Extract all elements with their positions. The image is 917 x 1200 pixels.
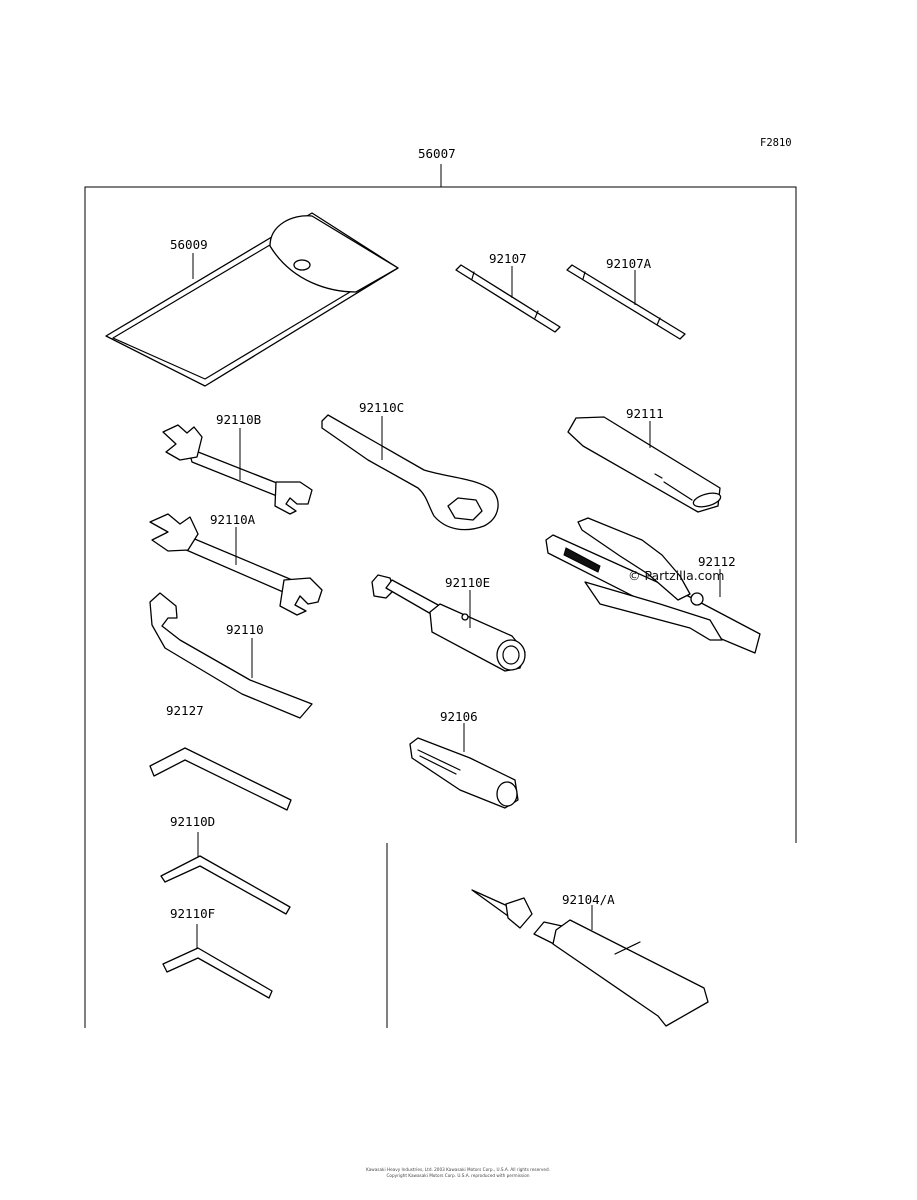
open-end-wrench-92110b-drawing[interactable]: [162, 424, 313, 515]
part-number-92110f[interactable]: 92110F: [170, 906, 215, 921]
open-end-wrench-92110a-drawing[interactable]: [149, 513, 323, 616]
part-number-92111[interactable]: 92111: [626, 406, 664, 421]
part-number-92127[interactable]: 92127: [166, 703, 204, 718]
pliers-92112-drawing[interactable]: [545, 517, 761, 654]
part-number-56009[interactable]: 56009: [170, 237, 208, 252]
part-number-92112[interactable]: 92112: [698, 554, 736, 569]
screwdriver-bit-92107-drawing[interactable]: [455, 264, 561, 333]
box-wrench-92110c-drawing[interactable]: [321, 414, 499, 531]
figure-code: F2810: [760, 137, 792, 149]
hex-key-92110d-drawing[interactable]: [160, 832, 291, 915]
part-number-92110a[interactable]: 92110A: [210, 512, 256, 527]
part-number-92110d[interactable]: 92110D: [170, 814, 215, 829]
screwdriver-handle-92111-drawing[interactable]: [567, 416, 722, 513]
screwdriver-bit-92107a-drawing[interactable]: [566, 264, 686, 340]
watermark: © Partzilla.com: [628, 568, 724, 583]
part-number-92104a[interactable]: 92104/A: [562, 892, 615, 907]
part-number-92110[interactable]: 92110: [226, 622, 264, 637]
kit-number-label[interactable]: 56007: [418, 146, 456, 161]
part-number-92107a[interactable]: 92107A: [606, 256, 652, 271]
kit-frame: [84, 164, 797, 1028]
footer-copyright-line-2: Copyright Kawasaki Motors Corp. U.S.A. r…: [387, 1173, 530, 1178]
socket-wrench-92110e-drawing[interactable]: [371, 574, 526, 672]
part-number-92106[interactable]: 92106: [440, 709, 478, 724]
hex-key-92110f-drawing[interactable]: [162, 924, 273, 999]
part-number-92110c[interactable]: 92110C: [359, 400, 404, 415]
tool-bag-drawing[interactable]: [105, 212, 399, 387]
part-number-92107[interactable]: 92107: [489, 251, 527, 266]
part-number-92110e[interactable]: 92110E: [445, 575, 490, 590]
hex-key-92127-drawing[interactable]: [149, 747, 292, 811]
part-number-92110b[interactable]: 92110B: [216, 412, 261, 427]
grease-tube-92104a-drawing[interactable]: [471, 889, 709, 1027]
footer-copyright-line-1: Kawasaki Heavy Industries, Ltd. 2003 Kaw…: [366, 1167, 550, 1172]
spark-plug-tool-92106-drawing[interactable]: [409, 723, 519, 809]
hook-wrench-92110-drawing[interactable]: [149, 592, 313, 719]
